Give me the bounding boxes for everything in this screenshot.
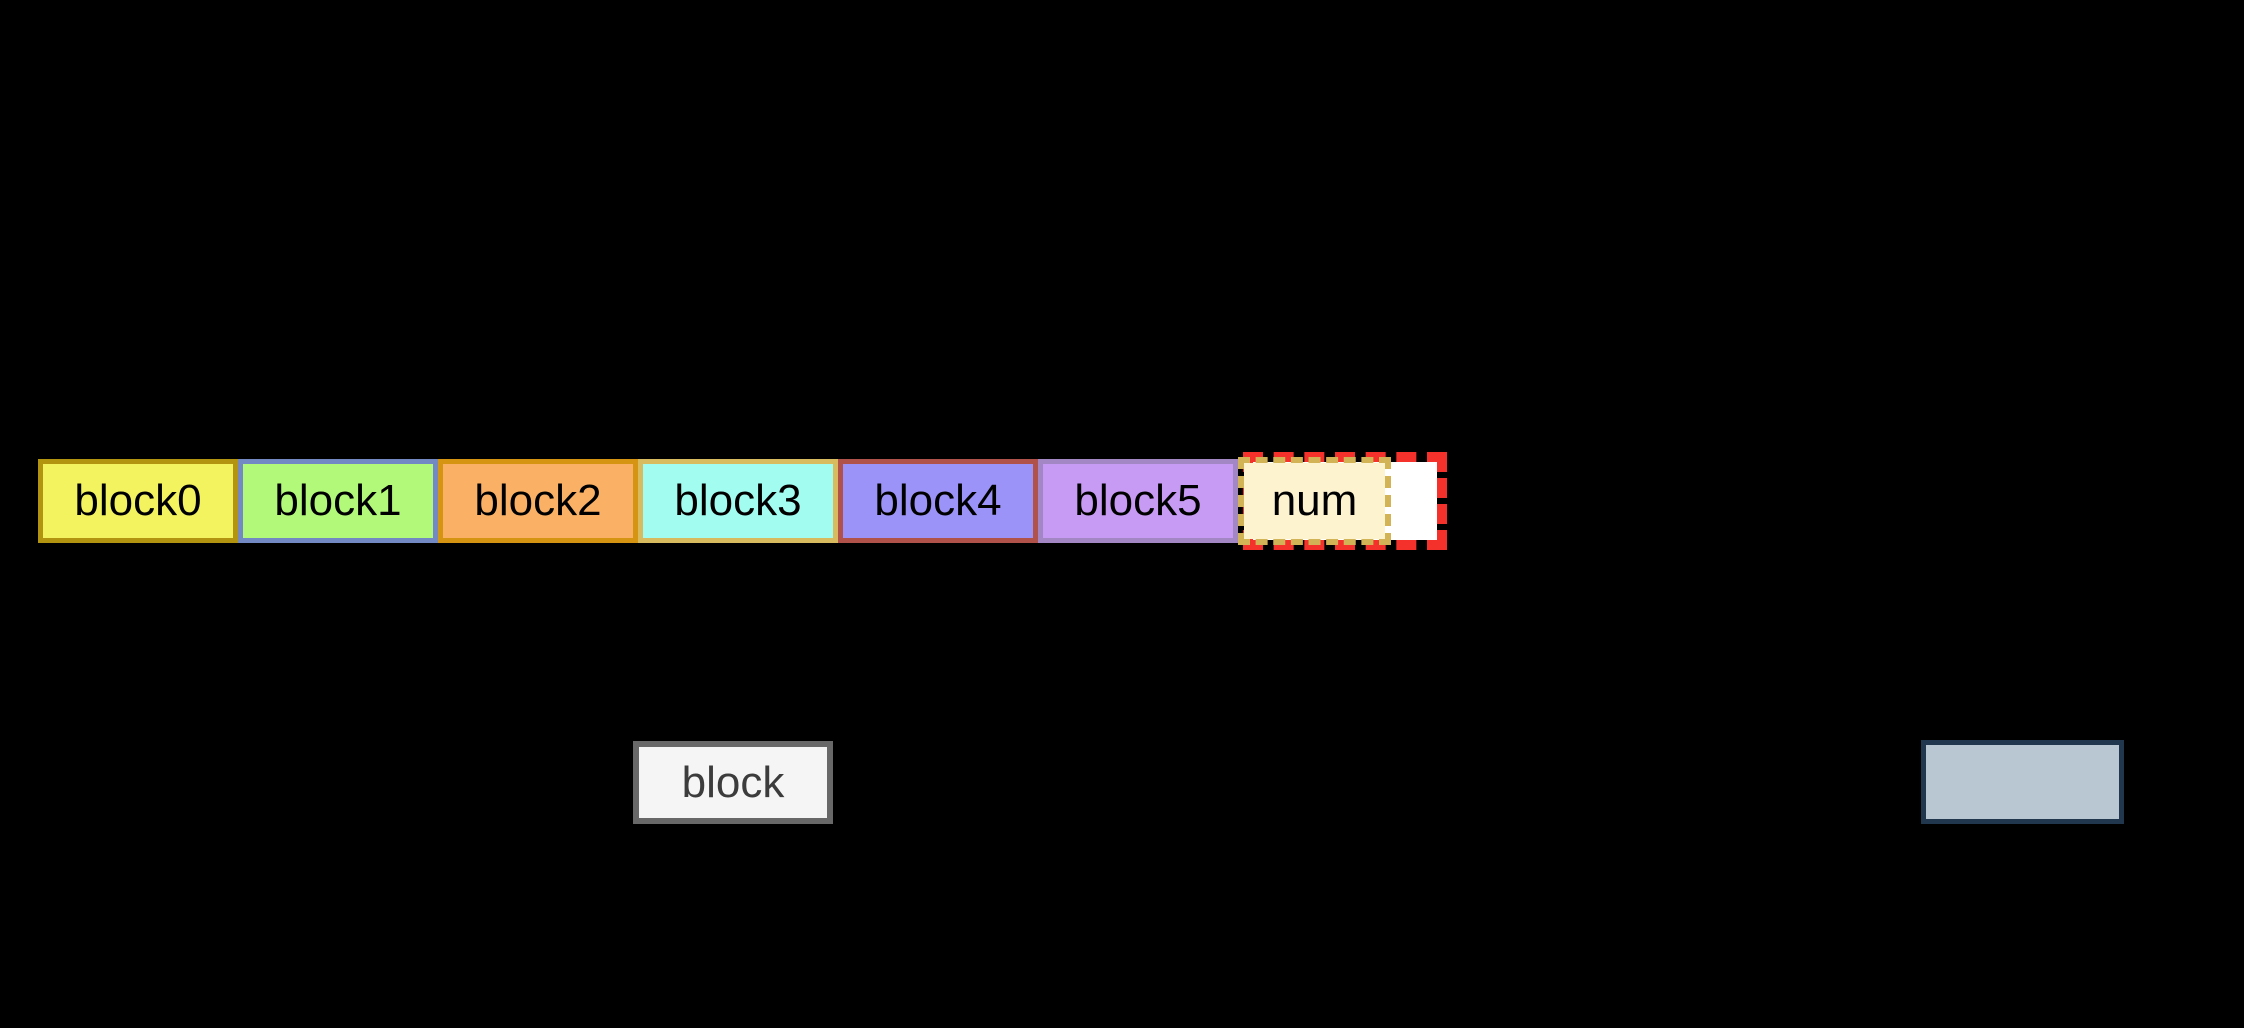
memory-block-label: block0 bbox=[74, 476, 202, 525]
empty-block-swatch bbox=[1921, 740, 2124, 824]
memory-block-block3: block3 bbox=[638, 459, 838, 543]
num-block: num bbox=[1238, 457, 1391, 545]
memory-block-block2: block2 bbox=[438, 459, 638, 543]
memory-block-block1: block1 bbox=[238, 459, 438, 543]
memory-block-block0: block0 bbox=[38, 459, 238, 543]
memory-block-label: block1 bbox=[274, 476, 402, 525]
memory-block-label: block4 bbox=[874, 476, 1002, 525]
memory-block-label: block3 bbox=[674, 476, 802, 525]
memory-block-block4: block4 bbox=[838, 459, 1038, 543]
memory-block-label: block5 bbox=[1074, 476, 1202, 525]
block-legend-box: block bbox=[633, 741, 833, 824]
memory-block-label: block2 bbox=[474, 476, 602, 525]
block-legend-label: block bbox=[681, 757, 785, 807]
memory-block-block5: block5 bbox=[1038, 459, 1238, 543]
memory-block-row: block0 block1 block2 block3 block4 block5 bbox=[38, 459, 1238, 543]
num-block-label: num bbox=[1271, 476, 1358, 525]
